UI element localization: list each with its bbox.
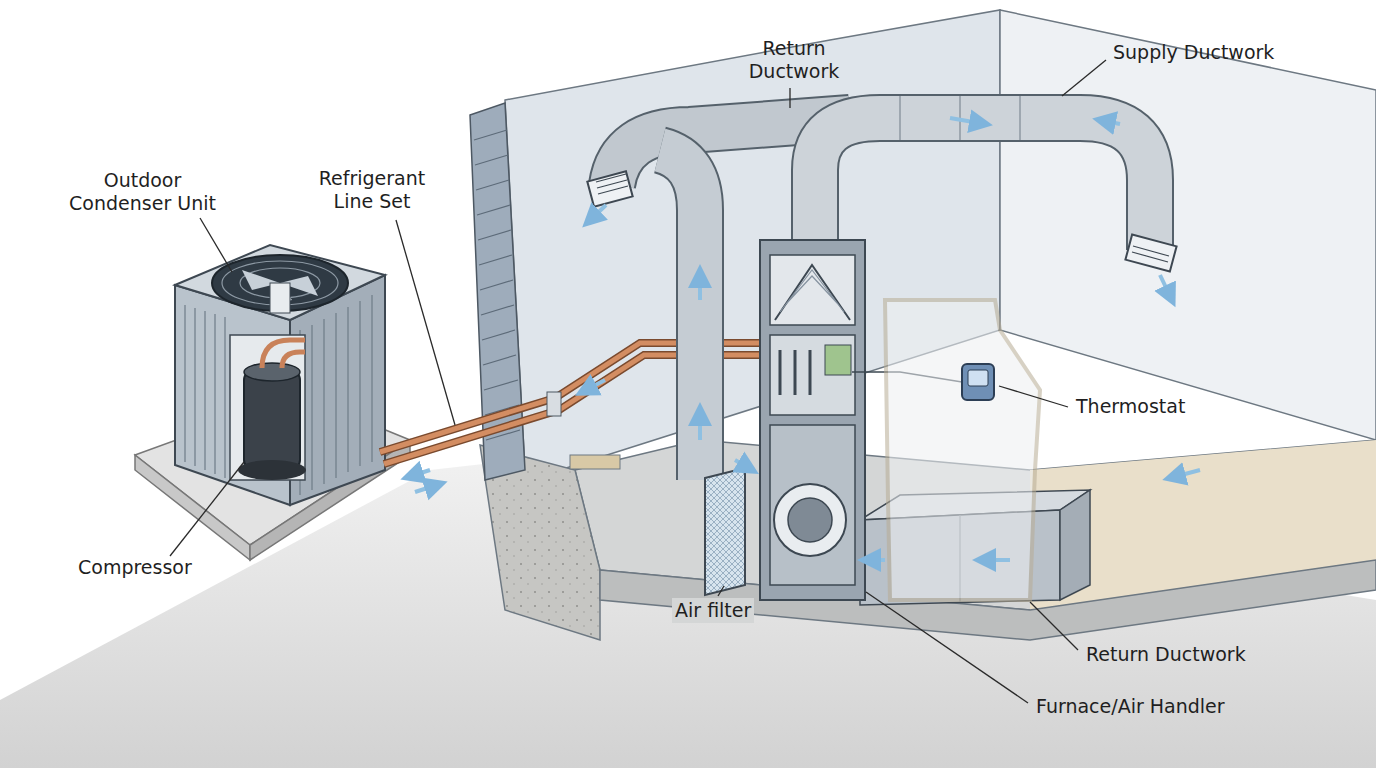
furnace: [825, 345, 851, 375]
furnace: [780, 270, 844, 312]
leader-line: [396, 220, 455, 425]
part-label: Return Ductwork: [727, 36, 861, 84]
airflow-arrow: [408, 118, 1200, 560]
outdoor-unit: [244, 370, 300, 470]
furnace: [775, 265, 850, 320]
ductwork: [900, 96, 1020, 140]
furnace: [770, 335, 855, 415]
airflow-arrow: [1160, 275, 1172, 300]
furnace: [770, 255, 855, 325]
airflow-arrow: [415, 484, 440, 492]
airflow-arrow: [950, 118, 985, 124]
partition-wall: [968, 370, 988, 386]
outdoor-unit: [262, 340, 305, 368]
airflow-arrow: [698, 272, 702, 300]
furnace: [760, 240, 865, 600]
airflow-arrow: [735, 460, 752, 470]
ductwork: [1132, 246, 1169, 262]
ductwork: [1125, 234, 1176, 271]
outdoor-unit: [270, 283, 290, 313]
part-label: Return Ductwork: [1083, 642, 1249, 667]
furnace: [780, 350, 810, 395]
ductwork: [815, 118, 1150, 250]
leader-line: [789, 88, 790, 108]
furnace: [770, 425, 855, 585]
outdoor-unit: [185, 295, 372, 495]
ductwork: [815, 118, 1150, 250]
furnace: [788, 498, 832, 542]
part-label: Compressor: [75, 555, 195, 580]
part-label: Refrigerant Line Set: [303, 166, 441, 214]
leader-line: [999, 386, 1068, 407]
airflow-arrow: [1170, 470, 1200, 478]
house-walls: [1000, 10, 1376, 440]
ductwork: [1060, 490, 1090, 600]
part-label: Outdoor Condenser Unit: [57, 168, 228, 216]
outdoor-unit: [135, 245, 410, 560]
partition-wall: [885, 300, 1040, 600]
house-walls: [570, 455, 620, 469]
part-label: Furnace/Air Handler: [1033, 694, 1228, 719]
leader-line: [1062, 60, 1106, 96]
part-label: Thermostat: [1073, 394, 1188, 419]
part-label: Air filter: [672, 598, 754, 623]
ductwork: [587, 171, 632, 206]
airflow-arrow: [980, 558, 1010, 562]
outdoor-unit: [238, 460, 306, 480]
leader-line: [170, 60, 1106, 703]
refrigerant-line-set: [547, 392, 561, 416]
house-walls: [470, 10, 1376, 640]
outdoor-unit: [175, 245, 385, 320]
furnace: [774, 484, 846, 556]
ductwork: [596, 174, 628, 194]
airflow-arrow: [582, 380, 605, 392]
outdoor-unit: [282, 352, 305, 368]
outdoor-unit: [244, 363, 300, 381]
airflow-arrow: [408, 470, 430, 477]
outdoor-unit: [230, 335, 305, 480]
partition-wall: [962, 364, 994, 400]
leader-line: [200, 218, 232, 272]
ductwork: [660, 150, 700, 480]
leader-line: [170, 462, 244, 556]
house-walls: [474, 130, 520, 440]
airflow-arrow: [588, 205, 606, 222]
airflow-arrow: [865, 558, 885, 562]
part-label: Supply Ductwork: [1110, 40, 1277, 65]
leader-line: [1030, 602, 1078, 650]
airflow-arrow: [1100, 120, 1120, 124]
leader-line: [866, 592, 1028, 703]
leader-line: [718, 586, 724, 596]
furnace: [705, 468, 745, 595]
ductwork: [660, 150, 700, 480]
airflow-arrow: [698, 410, 702, 440]
partition-wall: [885, 300, 1040, 600]
ductwork: [587, 96, 1176, 605]
